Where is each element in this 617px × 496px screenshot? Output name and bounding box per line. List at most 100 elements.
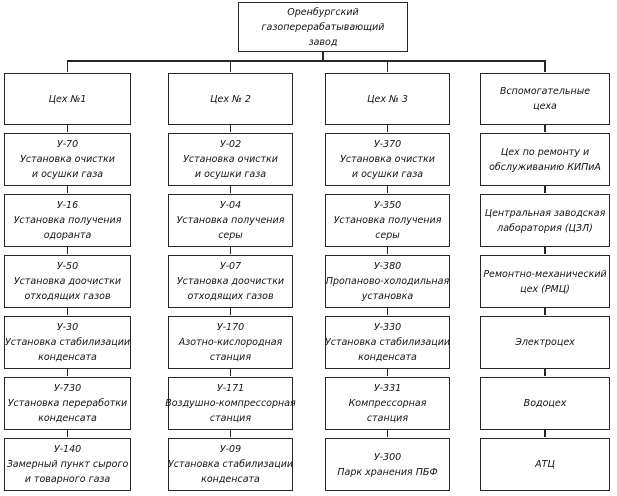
unit-name-line: Цех по ремонту и: [500, 146, 590, 158]
dept-header-ceh-3: Цех № 3: [325, 60, 450, 125]
unit-box-u-07: У-07 Установка доочистки отходящих газов: [168, 246, 293, 308]
unit-code: У-730: [53, 383, 82, 394]
unit-box-u-16: У-16 Установка получения одоранта: [4, 185, 131, 247]
unit-name-line: цех (РМЦ): [520, 283, 570, 295]
dept-header-auxiliary: Вспомогательные цеха: [480, 60, 610, 125]
unit-code: У-330: [373, 322, 402, 333]
unit-code: У-07: [219, 261, 242, 272]
unit-name-line: Воздушно-компрессорная: [165, 398, 296, 409]
dept-header-label: Цех № 3: [367, 93, 408, 105]
unit-name-line: конденсата: [201, 474, 260, 485]
unit-name-line: и осушки газа: [194, 169, 267, 180]
unit-name-line: Электроцех: [515, 337, 575, 348]
unit-box-u-730: У-730 Установка переработки конденсата: [4, 368, 131, 430]
unit-name-line: и товарного газа: [24, 474, 111, 485]
unit-box-u-70: У-70 Установка очистки и осушки газа: [4, 124, 131, 186]
unit-name-line: станция: [209, 413, 252, 424]
unit-code: У-170: [216, 322, 245, 333]
unit-code: У-70: [56, 139, 79, 150]
unit-code: У-331: [373, 383, 402, 394]
connector-trunk: [67, 60, 546, 62]
unit-box-u-50: У-50 Установка доочистки отходящих газов: [4, 246, 131, 308]
column-auxiliary: Вспомогательные цеха Цех по ремонту и об…: [480, 60, 610, 491]
column-ceh-3: Цех № 3 У-370 Установка очистки и осушки…: [324, 60, 451, 491]
dept-header-label: цеха: [533, 101, 557, 112]
org-root-line: Оренбургский: [287, 6, 359, 18]
unit-name-line: Установка стабилизации: [167, 459, 294, 470]
unit-name-line: Парк хранения ПБФ: [337, 466, 438, 478]
unit-box-u-350: У-350 Установка получения серы: [325, 185, 450, 247]
unit-box-u-331: У-331 Компрессорная станция: [325, 368, 450, 430]
unit-box-u-170: У-170 Азотно-кислородная станция: [168, 307, 293, 369]
unit-name-line: станция: [209, 352, 252, 363]
connector-root-stem: [322, 52, 324, 60]
unit-name-line: АТЦ: [535, 459, 555, 470]
unit-code: У-50: [56, 261, 79, 272]
aux-box-electroceh: Электроцех: [480, 307, 610, 369]
org-root-line: газоперерабатывающий: [261, 21, 385, 33]
dept-header-label: Цех № 2: [210, 93, 251, 105]
unit-box-u-300: У-300 Парк хранения ПБФ: [325, 429, 450, 491]
unit-box-u-171: У-171 Воздушно-компрессорная станция: [165, 368, 296, 430]
unit-code: У-300: [373, 451, 402, 463]
aux-box-kipia: Цех по ремонту и обслуживанию КИПиА: [480, 124, 610, 186]
unit-name-line: станция: [366, 413, 409, 424]
unit-box-u-140: У-140 Замерный пункт сырого и товарного …: [4, 429, 131, 491]
unit-name-line: конденсата: [38, 413, 97, 424]
unit-name-line: Азотно-кислородная: [178, 337, 283, 348]
dept-header-ceh-2: Цех № 2: [168, 60, 293, 125]
unit-name-line: Установка очистки: [183, 154, 278, 165]
unit-name-line: Центральная заводская: [484, 207, 606, 219]
unit-name-line: Установка переработки: [7, 398, 128, 409]
unit-name-line: Установка получения: [333, 215, 442, 226]
unit-name-line: установка: [361, 291, 414, 302]
dept-header-ceh-1: Цех №1: [4, 60, 131, 125]
aux-box-rmc: Ремонтно-механический цех (РМЦ): [480, 246, 610, 308]
unit-code: У-350: [373, 200, 402, 211]
unit-name-line: конденсата: [358, 352, 417, 363]
unit-name-line: серы: [375, 230, 400, 241]
unit-code: У-30: [56, 322, 79, 333]
unit-name-line: Установка очистки: [340, 154, 435, 165]
dept-header-label: Цех №1: [48, 93, 87, 105]
aux-box-atc: АТЦ: [480, 429, 610, 491]
unit-name-line: Компрессорная: [348, 398, 427, 409]
unit-name-line: Установка доочистки: [176, 276, 285, 287]
unit-code: У-02: [219, 139, 242, 150]
unit-name-line: Замерный пункт сырого: [6, 459, 129, 470]
unit-name-line: и осушки газа: [351, 169, 424, 180]
unit-box-u-09: У-09 Установка стабилизации конденсата: [167, 429, 294, 491]
unit-name-line: отходящих газов: [187, 291, 274, 302]
unit-box-u-380: У-380 Пропаново-холодильная установка: [325, 246, 450, 308]
unit-name-line: Установка очистки: [20, 154, 115, 165]
unit-name-line: лаборатория (ЦЗЛ): [497, 222, 593, 234]
unit-name-line: и осушки газа: [31, 169, 104, 180]
column-ceh-2: Цех № 2 У-02 Установка очистки и осушки …: [165, 60, 296, 491]
unit-code: У-04: [219, 200, 242, 211]
unit-name-line: серы: [218, 230, 243, 241]
org-root-line: завод: [308, 36, 338, 48]
unit-name-line: отходящих газов: [24, 291, 111, 302]
aux-box-vodoceh: Водоцех: [480, 368, 610, 430]
unit-name-line: Пропаново-холодильная: [325, 276, 450, 287]
unit-name-line: Установка получения: [13, 215, 122, 226]
unit-name-line: Установка стабилизации: [4, 337, 131, 348]
unit-name-line: Ремонтно-механический: [483, 268, 607, 280]
unit-code: У-09: [219, 444, 242, 455]
dept-header-label: Вспомогательные: [499, 86, 591, 97]
unit-code: У-380: [373, 261, 402, 272]
unit-name-line: одоранта: [43, 230, 92, 241]
unit-name-line: Установка получения: [176, 215, 285, 226]
unit-name-line: обслуживанию КИПиА: [489, 161, 601, 173]
unit-name-line: Установка стабилизации: [324, 337, 451, 348]
unit-code: У-370: [373, 139, 402, 150]
unit-code: У-140: [53, 444, 82, 455]
aux-box-czl: Центральная заводская лаборатория (ЦЗЛ): [480, 185, 610, 247]
unit-box-u-330: У-330 Установка стабилизации конденсата: [324, 307, 451, 369]
unit-code: У-16: [56, 200, 79, 211]
unit-name-line: Водоцех: [523, 398, 567, 409]
unit-code: У-171: [216, 383, 245, 394]
unit-box-u-370: У-370 Установка очистки и осушки газа: [325, 124, 450, 186]
org-root-box: Оренбургский газоперерабатывающий завод: [238, 2, 408, 52]
